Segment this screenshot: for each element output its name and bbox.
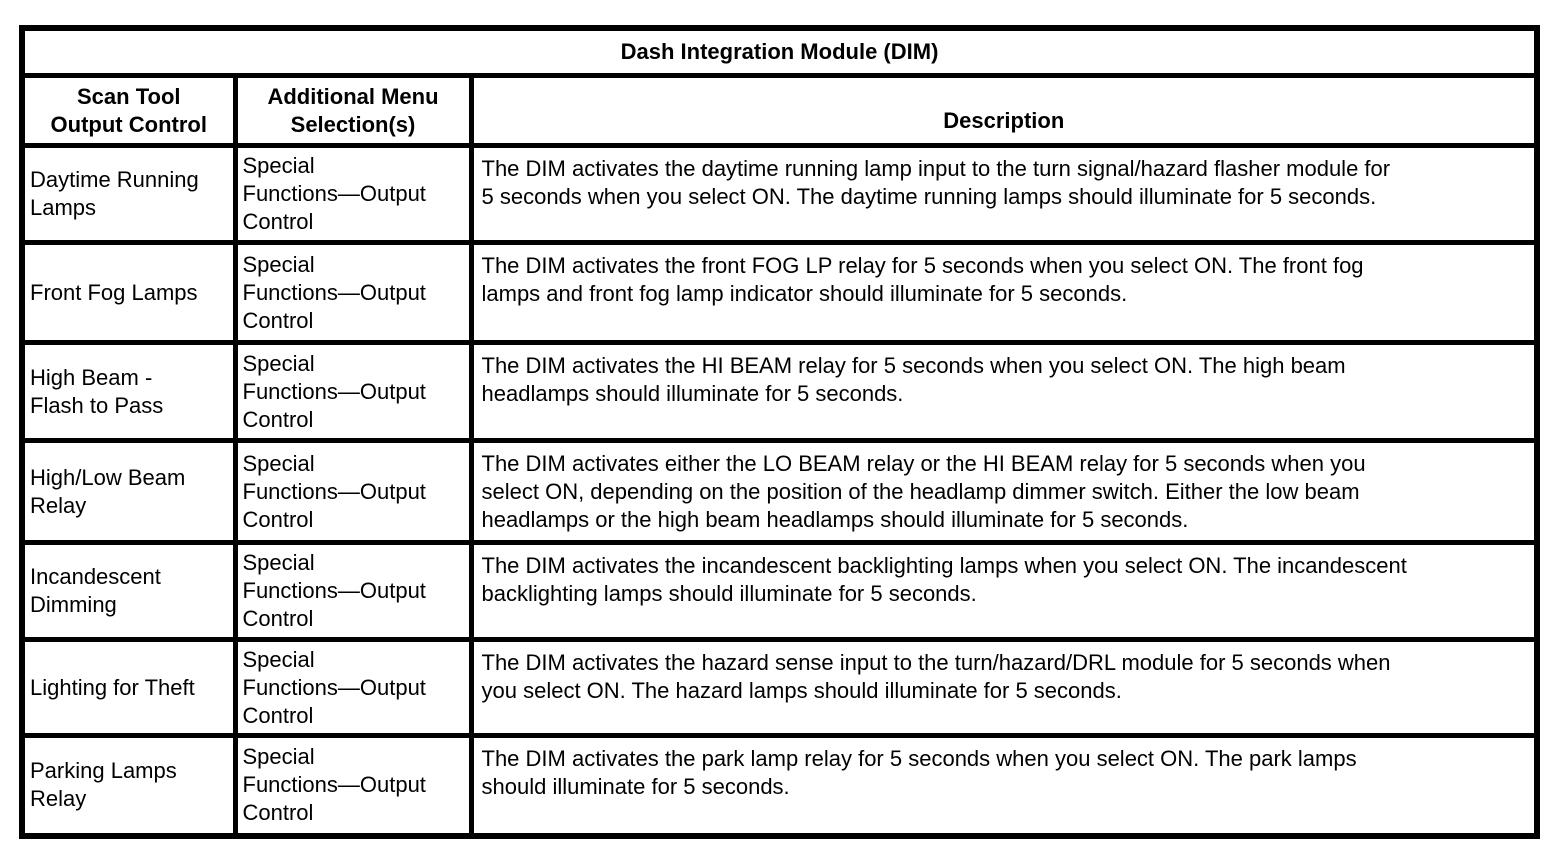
- output-control-cell: Front Fog Lamps: [19, 240, 238, 345]
- output-control-cell: High/Low Beam Relay: [19, 438, 238, 545]
- table-title: Dash Integration Module (DIM): [19, 25, 1540, 78]
- table-header-row: Scan Tool Output Control Additional Menu…: [19, 73, 1540, 148]
- dim-output-controls-table: Dash Integration Module (DIM) Scan Tool …: [19, 25, 1541, 839]
- table-row: Front Fog Lamps Special Functions—Output…: [19, 240, 1540, 345]
- description-cell: The DIM activates the park lamp relay fo…: [468, 733, 1540, 838]
- menu-selection-cell: Special Functions—Output Control: [232, 340, 474, 443]
- column-header-description: Description: [468, 73, 1540, 148]
- output-control-cell: Lighting for Theft: [19, 637, 238, 738]
- table-row: Lighting for Theft Special Functions—Out…: [19, 637, 1540, 738]
- menu-selection-cell: Special Functions—Output Control: [232, 240, 474, 345]
- menu-selection-cell: Special Functions—Output Control: [232, 438, 474, 545]
- menu-selection-cell: Special Functions—Output Control: [232, 540, 474, 642]
- column-header-scan-tool-output-control: Scan Tool Output Control: [19, 73, 238, 148]
- table-row: High Beam - Flash to Pass Special Functi…: [19, 340, 1540, 443]
- description-cell: The DIM activates the front FOG LP relay…: [468, 240, 1540, 345]
- output-control-cell: Incandescent Dimming: [19, 540, 238, 642]
- description-cell: The DIM activates the HI BEAM relay for …: [468, 340, 1540, 443]
- column-header-additional-menu-selections: Additional Menu Selection(s): [232, 73, 474, 148]
- description-cell: The DIM activates the daytime running la…: [468, 143, 1540, 245]
- description-cell: The DIM activates either the LO BEAM rel…: [468, 438, 1540, 545]
- table-title-row: Dash Integration Module (DIM): [19, 25, 1540, 78]
- description-cell: The DIM activates the incandescent backl…: [468, 540, 1540, 642]
- table-row: Incandescent Dimming Special Functions—O…: [19, 540, 1540, 642]
- description-cell: The DIM activates the hazard sense input…: [468, 637, 1540, 738]
- output-control-cell: Daytime Running Lamps: [19, 143, 238, 245]
- table-row: Parking Lamps Relay Special Functions—Ou…: [19, 733, 1540, 838]
- table-row: High/Low Beam Relay Special Functions—Ou…: [19, 438, 1540, 545]
- menu-selection-cell: Special Functions—Output Control: [232, 637, 474, 738]
- output-control-cell: High Beam - Flash to Pass: [19, 340, 238, 443]
- table-row: Daytime Running Lamps Special Functions—…: [19, 143, 1540, 245]
- menu-selection-cell: Special Functions—Output Control: [232, 143, 474, 245]
- menu-selection-cell: Special Functions—Output Control: [232, 733, 474, 838]
- output-control-cell: Parking Lamps Relay: [19, 733, 238, 838]
